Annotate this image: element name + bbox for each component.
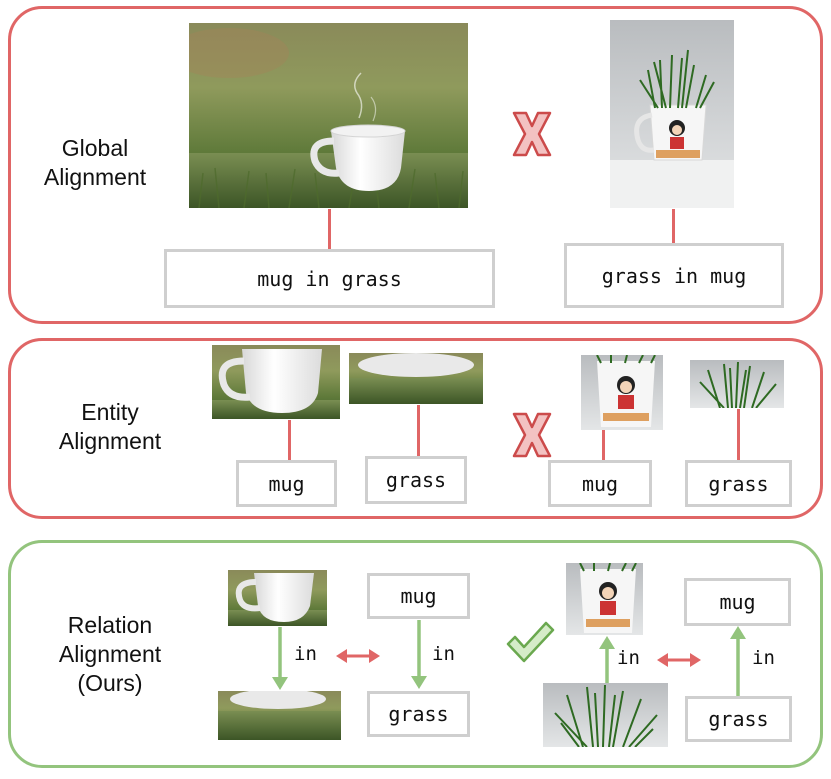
grass-tuft-image [543,683,668,747]
global-alignment-panel [8,6,823,324]
relation-alignment-panel [8,540,823,768]
global-connector-left [328,209,331,249]
relation-in-label: in [752,647,775,669]
check-mark-icon [506,621,555,663]
entity-alignment-panel [8,338,823,519]
x-mark-icon [512,412,552,458]
global-connector-right [672,209,675,243]
entity-connector [737,409,740,460]
relation-in-label: in [617,647,640,669]
relation-arrow-down [411,620,427,689]
relation-box-grass: grass [367,691,470,737]
mug-crop-image [228,570,327,626]
grass-in-mug-image [610,20,734,208]
double-arrow-icon [336,649,380,663]
relation-in-label: in [294,643,317,665]
grass-tuft-crop-image [690,360,784,408]
mug-in-grass-image [189,23,468,208]
grass-crop-image [349,353,483,404]
entity-box-mug: mug [548,460,652,507]
caption-mug-in-grass: mug in grass [164,249,495,308]
mug-with-grass-crop-image [581,355,663,430]
mug-crop-image [212,345,340,419]
entity-connector [288,420,291,460]
relation-box-mug: mug [684,578,791,626]
relation-box-grass: grass [685,696,792,742]
global-alignment-label: Global Alignment [43,135,147,190]
relation-box-mug: mug [367,573,470,619]
entity-box-mug: mug [236,460,337,507]
double-arrow-icon [657,653,701,667]
entity-alignment-label: Entity Alignment [58,399,162,454]
entity-connector [417,405,420,457]
grass-crop-image [218,691,341,740]
x-mark-icon [512,111,552,157]
entity-box-grass: grass [365,456,467,504]
caption-grass-in-mug: grass in mug [564,243,784,308]
relation-in-label: in [432,643,455,665]
entity-connector [602,430,605,460]
entity-box-grass: grass [685,460,792,507]
relation-arrow-up [599,636,615,684]
mug-with-grass-crop-image [566,563,643,635]
relation-alignment-label: Relation Alignment (Ours) [58,612,162,696]
relation-arrow-up [730,626,746,696]
relation-arrow-down [272,627,288,690]
